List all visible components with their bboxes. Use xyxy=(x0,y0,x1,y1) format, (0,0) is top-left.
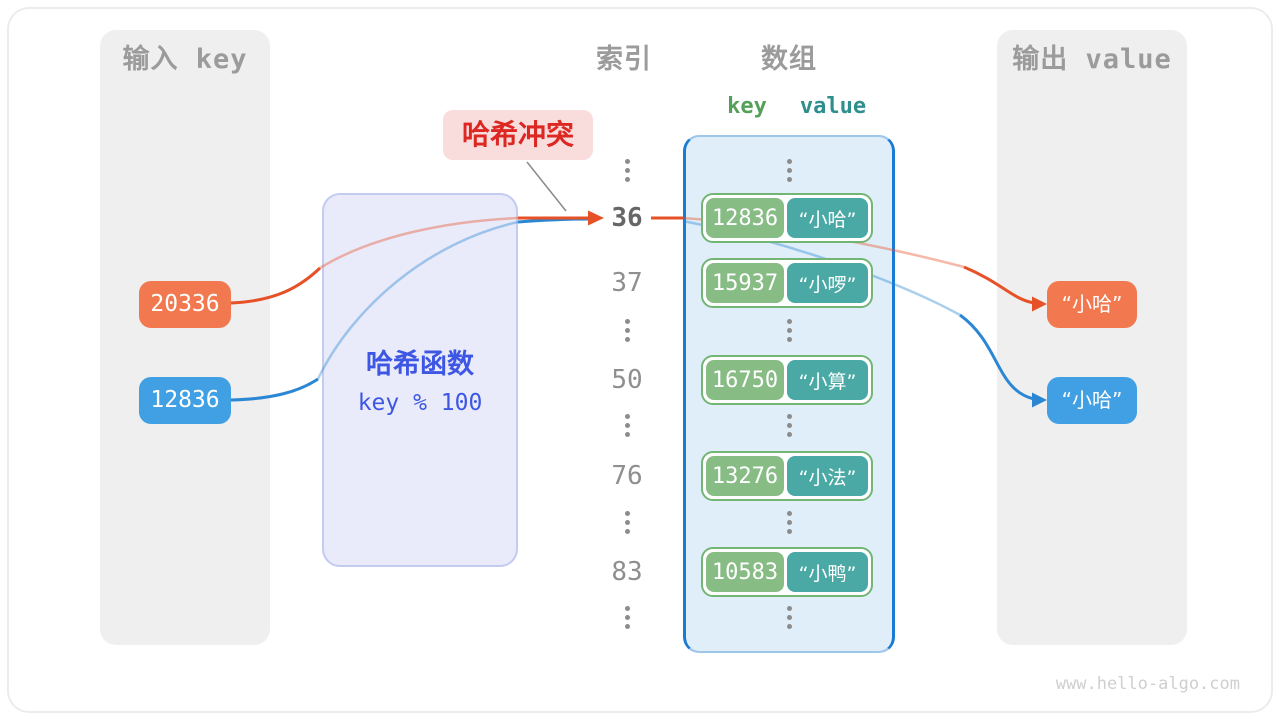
vertical-dots-icon xyxy=(779,159,799,182)
pair-value: “小算” xyxy=(787,360,868,400)
pair-value: “小鸭” xyxy=(787,552,868,592)
array-pair: 15937 “小啰” xyxy=(701,258,873,308)
array-pair: 12836 “小哈” xyxy=(701,193,873,243)
vertical-dots-icon xyxy=(617,511,637,534)
output-value-orange: “小哈” xyxy=(1047,281,1137,328)
pair-key: 10583 xyxy=(706,552,784,592)
pair-key: 16750 xyxy=(706,360,784,400)
index-value-36: 36 xyxy=(611,203,643,233)
index-column-title: 索引 xyxy=(596,44,652,75)
input-key-20336: 20336 xyxy=(139,281,231,328)
array-column-title: 数组 xyxy=(761,44,817,75)
input-key-12836: 12836 xyxy=(139,377,231,424)
output-value-blue: “小哈” xyxy=(1047,377,1137,424)
vertical-dots-icon xyxy=(617,606,637,629)
array-pair: 10583 “小鸭” xyxy=(701,547,873,597)
array-value-header: value xyxy=(799,94,867,119)
index-value-37: 37 xyxy=(611,268,643,298)
page-border xyxy=(7,7,1273,713)
index-value-76: 76 xyxy=(611,461,643,491)
hash-function-box xyxy=(322,193,518,567)
input-panel-title: 输入 key xyxy=(122,44,248,75)
vertical-dots-icon xyxy=(779,414,799,437)
vertical-dots-icon xyxy=(779,606,799,629)
vertical-dots-icon xyxy=(779,319,799,342)
vertical-dots-icon xyxy=(617,319,637,342)
array-pair: 13276 “小法” xyxy=(701,451,873,501)
index-value-50: 50 xyxy=(611,365,643,395)
vertical-dots-icon xyxy=(617,414,637,437)
hash-function-formula: key % 100 xyxy=(357,390,483,416)
output-panel xyxy=(997,30,1187,645)
array-pair: 16750 “小算” xyxy=(701,355,873,405)
index-value-83: 83 xyxy=(611,557,643,587)
pair-key: 12836 xyxy=(706,198,784,238)
input-panel xyxy=(100,30,270,645)
pair-key: 13276 xyxy=(706,456,784,496)
output-panel-title: 输出 value xyxy=(1012,44,1172,75)
pair-value: “小哈” xyxy=(787,198,868,238)
vertical-dots-icon xyxy=(779,511,799,534)
watermark: www.hello-algo.com xyxy=(1055,674,1240,694)
hash-function-title: 哈希函数 xyxy=(366,349,474,380)
array-key-header: key xyxy=(727,94,767,119)
pair-value: “小法” xyxy=(787,456,868,496)
pair-value: “小啰” xyxy=(787,263,868,303)
collision-label: 哈希冲突 xyxy=(443,110,593,160)
pair-key: 15937 xyxy=(706,263,784,303)
vertical-dots-icon xyxy=(617,159,637,182)
